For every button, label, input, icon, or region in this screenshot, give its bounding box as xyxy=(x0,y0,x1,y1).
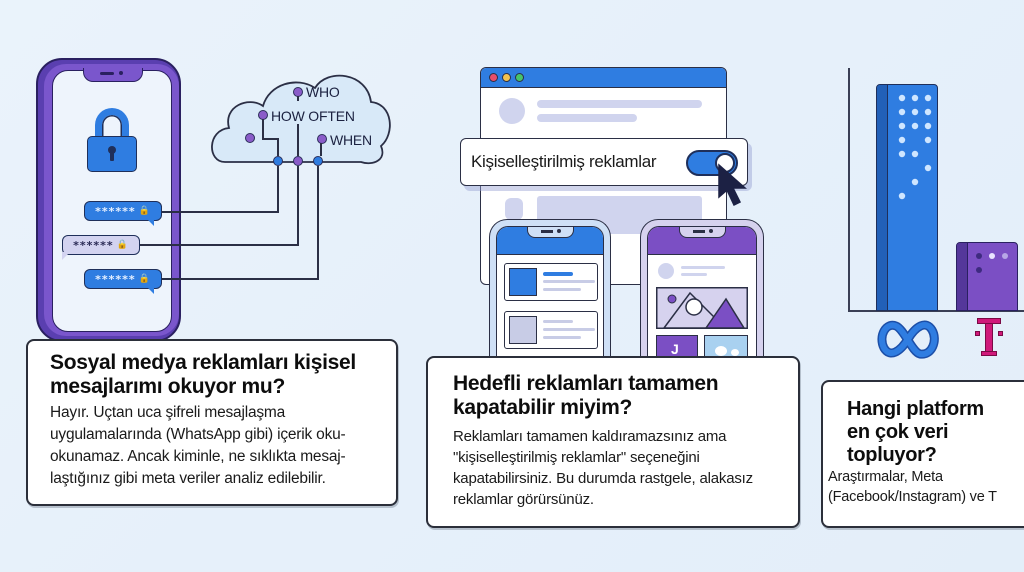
toggle-label: Kişiselleştirilmiş reklamlar xyxy=(471,152,657,171)
node-dot xyxy=(317,134,327,144)
faq-card-platform-data: Hangi platform en çok veri topluyor? Ara… xyxy=(821,380,1024,528)
phone-illustration xyxy=(36,58,181,342)
chart-y-axis xyxy=(848,68,850,311)
node-dot xyxy=(293,156,303,166)
data-dots-icon xyxy=(898,94,932,200)
cloud-label-who: WHO xyxy=(306,84,340,100)
node-dot xyxy=(273,156,283,166)
faq-card-body: Reklamları tamamen kaldıramazsınız ama "… xyxy=(453,428,753,508)
node-dot xyxy=(245,133,255,143)
encrypted-message-bubble: ****** 🔒 xyxy=(62,235,140,255)
faq-card-title: Sosyal medya reklamları kişisel mesajlar… xyxy=(50,351,356,398)
browser-titlebar xyxy=(481,68,726,88)
cloud-label-when: WHEN xyxy=(330,132,372,148)
bar-telekom xyxy=(956,242,1018,311)
phone-notch xyxy=(83,68,143,82)
faq-card-targeted-ads: Hedefli reklamları tamamen kapatabilir m… xyxy=(426,356,800,528)
image-placeholder-icon xyxy=(656,287,748,329)
phone-gallery-icon: J xyxy=(640,219,764,360)
telekom-logo-icon xyxy=(973,318,1005,358)
phone-feed-icon xyxy=(489,219,611,360)
cloud-label-how-often: HOW OFTEN xyxy=(271,108,355,124)
personalized-ads-toggle-row: Kişiselleştirilmiş reklamlar xyxy=(460,138,748,186)
lock-icon: 🔒 xyxy=(138,206,151,216)
cursor-icon xyxy=(718,163,747,207)
meta-logo-icon xyxy=(877,320,939,359)
lock-icon: 🔒 xyxy=(138,274,151,284)
lock-icon: 🔒 xyxy=(116,240,129,250)
faq-card-body: Araştırmalar, Meta (Facebook/Instagram) … xyxy=(828,469,997,505)
encrypted-message-bubble: ****** 🔒 xyxy=(84,269,162,289)
faq-card-messages: Sosyal medya reklamları kişisel mesajlar… xyxy=(26,339,398,506)
node-dot xyxy=(313,156,323,166)
faq-card-body: Hayır. Uçtan uca şifreli mesajlaşma uygu… xyxy=(50,404,346,487)
encrypted-message-bubble: ****** 🔒 xyxy=(84,201,162,221)
cloud-icon xyxy=(211,74,391,165)
faq-card-title: Hangi platform en çok veri topluyor? xyxy=(847,398,984,466)
padlock-icon xyxy=(87,108,137,172)
faq-card-title: Hedefli reklamları tamamen kapatabilir m… xyxy=(453,372,719,419)
bar-meta xyxy=(876,84,938,311)
